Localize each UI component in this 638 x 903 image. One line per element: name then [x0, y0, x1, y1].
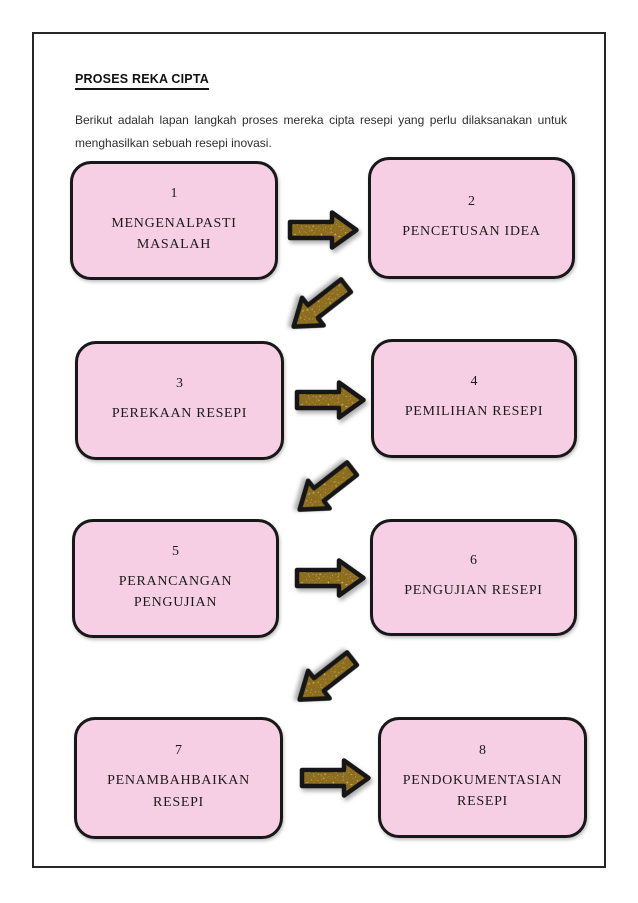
- step-label: PENGUJIAN RESEPI: [404, 583, 543, 599]
- step-box-1: 1 MENGENALPASTI MASALAH: [70, 161, 278, 280]
- step-box-2: 2 PENCETUSAN IDEA: [368, 157, 575, 279]
- intro-line-2: menghasilkan sebuah resepi inovasi.: [75, 135, 272, 150]
- step-number: 5: [172, 543, 179, 559]
- step-box-7: 7 PENAMBAHBAIKAN RESEPI: [74, 717, 283, 839]
- intro-line-1: Berikut adalah lapan langkah proses mere…: [75, 113, 567, 127]
- arrow-right-icon: [292, 376, 368, 424]
- arrow-right-icon: [285, 206, 361, 254]
- step-label: PEMILIHAN RESEPI: [404, 404, 544, 420]
- arrow-right-icon: [297, 754, 373, 802]
- step-number: 7: [175, 743, 182, 758]
- arrow-right-icon: [292, 554, 368, 602]
- step-label: MENGENALPASTI MASALAH: [111, 215, 237, 253]
- page-title: PROSES REKA CIPTA: [75, 72, 209, 90]
- step-number: 4: [470, 374, 478, 390]
- intro-paragraph: Berikut adalah lapan langkah proses mere…: [75, 109, 567, 154]
- step-label: PENDOKUMENTASIAN RESEPI: [402, 772, 563, 810]
- step-number: 1: [170, 185, 178, 201]
- step-number: 8: [479, 742, 486, 758]
- step-number: 6: [470, 553, 477, 569]
- step-box-8: 8 PENDOKUMENTASIAN RESEPI: [378, 717, 587, 838]
- step-box-6: 6 PENGUJIAN RESEPI: [370, 519, 577, 636]
- step-box-4: 4 PEMILIHAN RESEPI: [371, 339, 577, 458]
- step-number: 3: [176, 376, 183, 392]
- step-label: PENCETUSAN IDEA: [402, 223, 541, 239]
- step-label: PENAMBAHBAIKAN RESEPI: [107, 773, 250, 810]
- step-number: 2: [468, 193, 475, 209]
- step-box-5: 5 PERANCANGAN PENGUJIAN: [72, 519, 279, 638]
- step-label: PEREKAAN RESEPI: [111, 406, 248, 422]
- step-label: PERANCANGAN PENGUJIAN: [118, 573, 233, 611]
- step-box-3: 3 PEREKAAN RESEPI: [75, 341, 284, 460]
